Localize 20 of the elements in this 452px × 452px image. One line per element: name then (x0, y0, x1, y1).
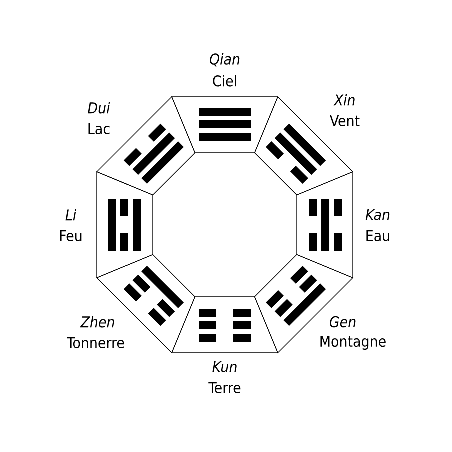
trigram-name: Qian (210, 53, 240, 67)
element-name: Ciel (213, 75, 236, 87)
trigram-name: Zhen (80, 316, 114, 328)
element-name: Feu (60, 230, 82, 242)
element-name: Vent (330, 115, 360, 127)
element-name: Lac (88, 123, 110, 135)
trigram-name: Kun (212, 361, 237, 373)
trigram-segment (171, 296, 279, 354)
trigram-segment (171, 96, 279, 154)
trigram-name: Dui (88, 102, 110, 114)
trigram-segment (96, 171, 154, 279)
trigram-name: Gen (330, 316, 356, 328)
element-name: Montagne (320, 336, 386, 350)
trigram-name: Li (66, 209, 77, 221)
element-name: Tonnerre (67, 337, 124, 349)
trigram-segment (296, 171, 354, 279)
element-name: Eau (366, 230, 390, 242)
element-name: Terre (208, 382, 241, 394)
trigram-name: Xin (334, 94, 355, 106)
trigram-name: Kan (366, 209, 390, 221)
